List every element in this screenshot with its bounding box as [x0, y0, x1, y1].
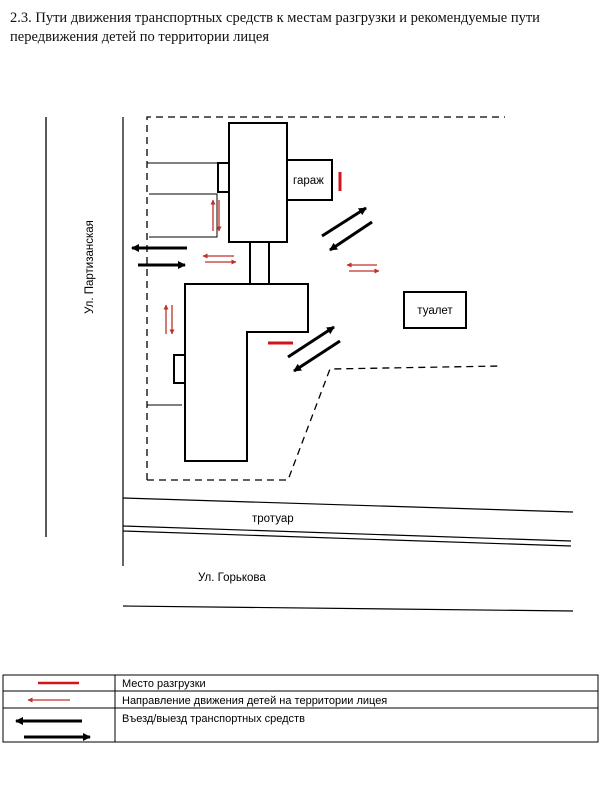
- vehicle-arrows-lower: [287, 325, 341, 373]
- children-arrows-lower: [163, 304, 175, 335]
- legend-table: Место разгрузки Направление движения дет…: [2, 674, 599, 743]
- section-heading-line-2: передвижения детей по территории лицея: [10, 29, 270, 45]
- section-heading-line-1: 2.3. Пути движения транспортных средств …: [10, 10, 540, 26]
- vehicle-arrows-left: [131, 244, 187, 269]
- outbuilding-lines: [147, 162, 218, 406]
- garage-label: гараж: [293, 175, 324, 187]
- children-arrows-right: [346, 262, 380, 274]
- section-heading: 2.3. Пути движения транспортных средств …: [10, 9, 590, 47]
- main-building: [173, 122, 333, 462]
- sidewalk-label: тротуар: [252, 513, 294, 525]
- dashed-fence: [146, 116, 505, 481]
- sidewalk-line-1: [122, 525, 572, 542]
- legend-label-vehicles: Въезд/выезд транспортных средств: [122, 713, 305, 725]
- street-label-gorkovo: Ул. Горькова: [198, 572, 266, 584]
- legend-label-children: Направление движения детей на территории…: [122, 695, 387, 707]
- black-double-arrow-icon: [15, 717, 91, 741]
- children-arrows-top: [210, 199, 222, 232]
- vehicle-arrows-upper: [321, 206, 373, 252]
- gorkovo-street-line: [122, 605, 574, 612]
- street-label-partizanskaya: Ул. Партизанская: [84, 220, 96, 314]
- toilet-building: [403, 291, 467, 329]
- children-arrows-middle: [202, 253, 237, 265]
- sidewalk-line-2: [122, 530, 572, 547]
- toilet-label: туалет: [417, 305, 453, 317]
- legend-label-unloading: Место разгрузки: [122, 678, 206, 690]
- site-bottom-boundary: [122, 497, 574, 513]
